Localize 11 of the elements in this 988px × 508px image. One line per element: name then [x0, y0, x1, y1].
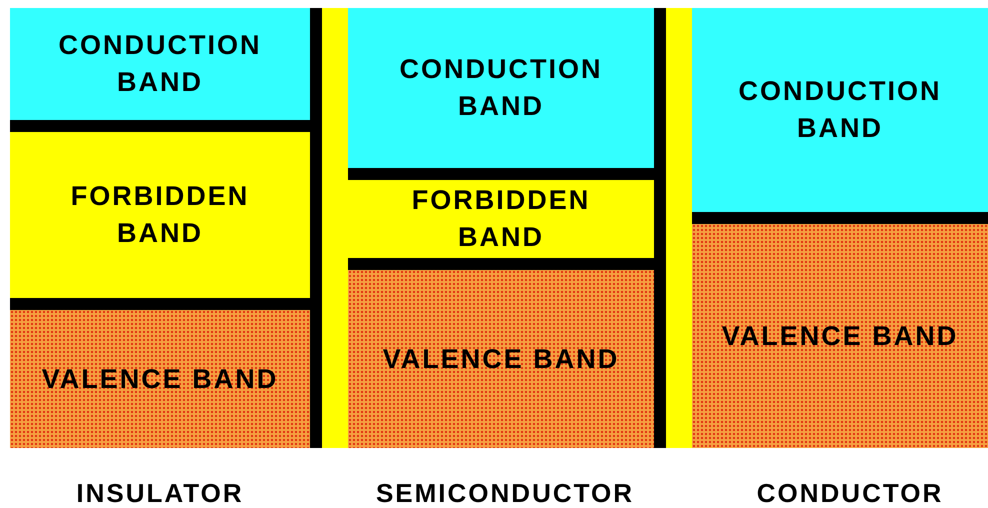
valence-band: VALENCE BAND [348, 270, 654, 448]
conduction-band: CONDUCTION BAND [10, 8, 310, 132]
conduction-band: CONDUCTION BAND [348, 8, 654, 180]
conduction-band: CONDUCTION BAND [692, 8, 988, 224]
forbidden-band: FORBIDDEN BAND [10, 132, 310, 310]
column-caption: INSULATOR [76, 478, 244, 508]
column-caption: CONDUCTOR [756, 478, 944, 508]
valence-band: VALENCE BAND [10, 310, 310, 448]
column-caption: SEMICONDUCTOR [376, 478, 634, 508]
forbidden-band: FORBIDDEN BAND [348, 180, 654, 270]
valence-band: VALENCE BAND [692, 224, 988, 448]
